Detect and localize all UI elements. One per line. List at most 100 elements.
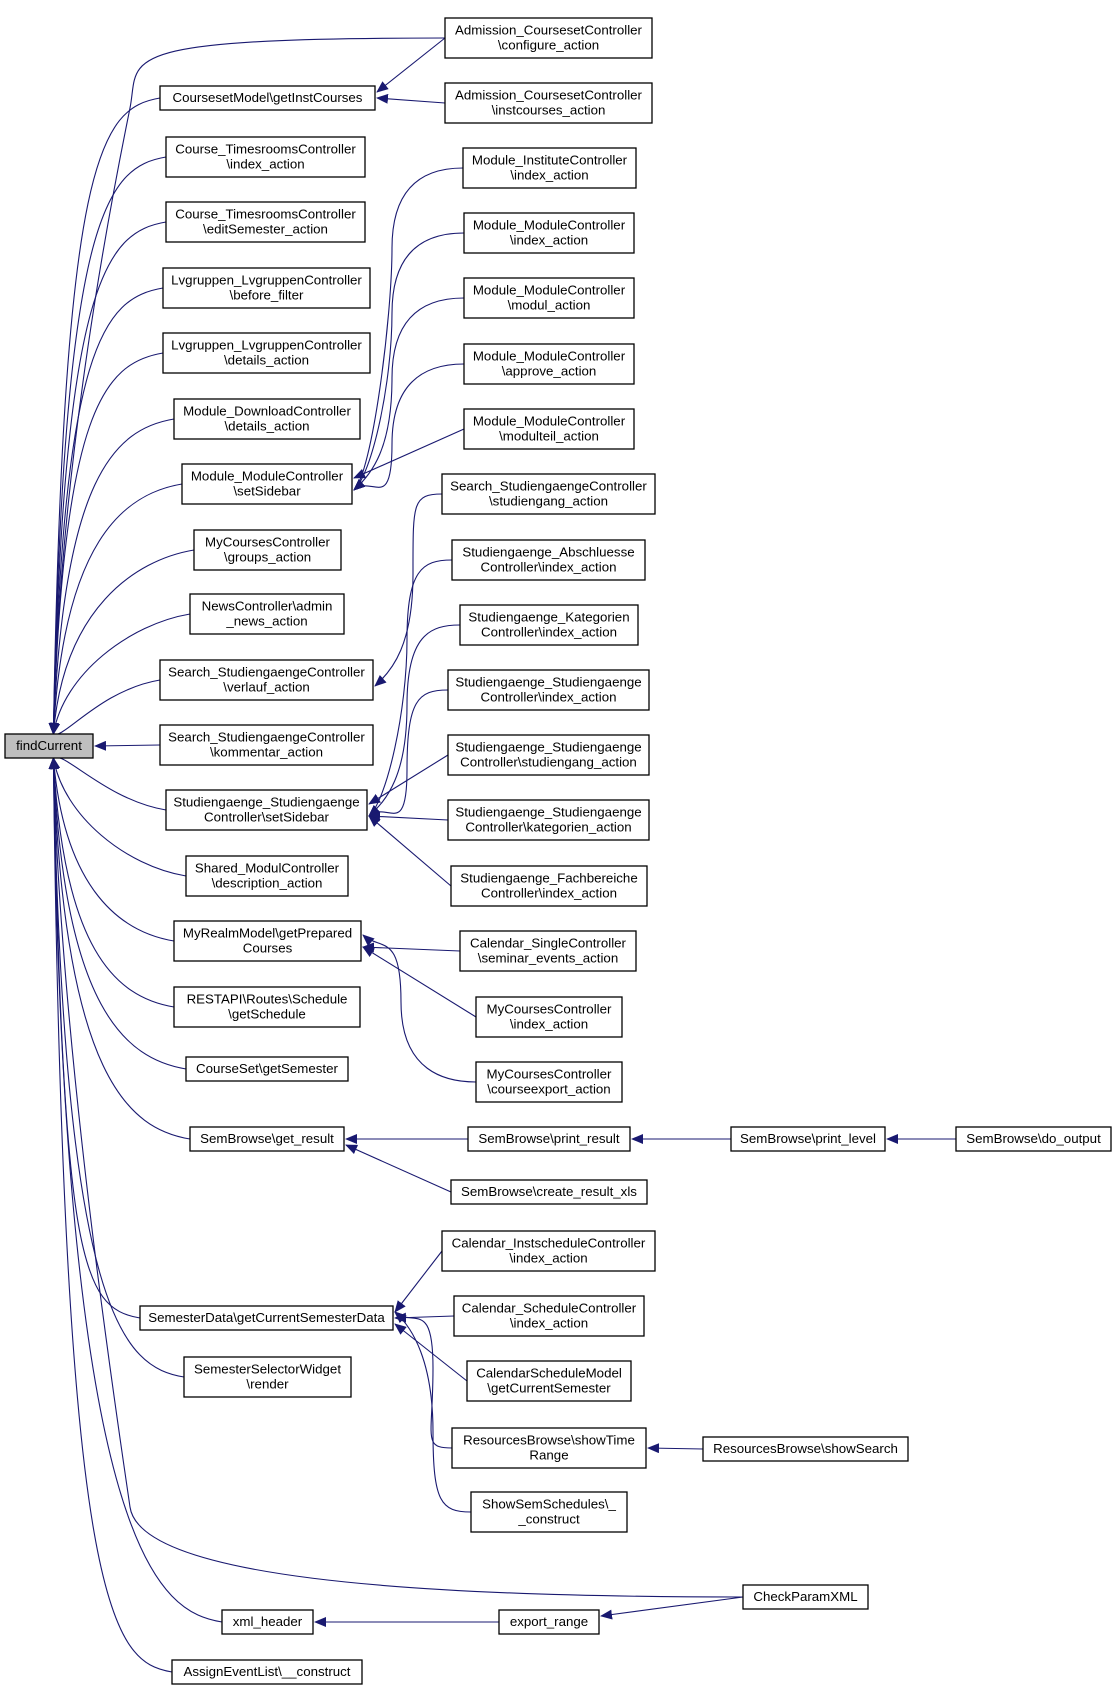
node-sembrowse_print_result[interactable]: SemBrowse\print_result: [467, 1126, 631, 1152]
node-sembrowse_do_output[interactable]: SemBrowse\do_output: [955, 1126, 1112, 1152]
node-box: [450, 1179, 648, 1205]
node-lvgruppen_details[interactable]: Lvgruppen_LvgruppenController\details_ac…: [162, 332, 371, 374]
node-box: [447, 669, 650, 711]
node-label: \details_action: [224, 353, 309, 368]
node-mycourses_courseexport[interactable]: MyCoursesController\courseexport_action: [475, 1061, 623, 1103]
node-search_verlauf[interactable]: Search_StudiengaengeController\verlauf_a…: [159, 659, 374, 701]
node-label: Module_ModuleController: [473, 349, 626, 364]
node-findCurrent[interactable]: findCurrent: [4, 733, 94, 759]
node-label: RESTAPI\Routes\Schedule: [187, 992, 348, 1007]
node-resourcesbrowse_showsearch[interactable]: ResourcesBrowse\showSearch: [702, 1436, 909, 1462]
node-timesrooms_editsemester[interactable]: Course_TimesroomsController\editSemester…: [165, 201, 366, 243]
node-lvgruppen_before[interactable]: Lvgruppen_LvgruppenController\before_fil…: [162, 267, 371, 309]
edge-calendar_instschedule_index-to-semesterdata_getcurrent: [394, 1250, 443, 1313]
node-label: Controller\index_action: [480, 690, 616, 705]
node-label: Lvgruppen_LvgruppenController: [171, 338, 362, 353]
node-box: [702, 1436, 909, 1462]
node-module_module_modul[interactable]: Module_ModuleController\modul_action: [463, 277, 635, 319]
node-calendarschedulemodel_getcurrent[interactable]: CalendarScheduleModel\getCurrentSemester: [466, 1360, 632, 1402]
node-label: Calendar_SingleController: [470, 936, 627, 951]
node-box: [162, 267, 371, 309]
edge-stg_stg_kategorien-to-stg_stg_setsidebar: [368, 811, 449, 822]
node-label: _news_action: [225, 614, 307, 629]
node-admission_instcourses[interactable]: Admission_CoursesetController\instcourse…: [444, 82, 653, 124]
node-stg_abschluesse_index[interactable]: Studiengaenge_AbschluesseController\inde…: [451, 539, 646, 581]
node-stg_fachbereiche_index[interactable]: Studiengaenge_FachbereicheController\ind…: [450, 865, 648, 907]
node-search_studiengang[interactable]: Search_StudiengaengeController\studienga…: [441, 473, 656, 515]
edge-restapi_getschedule-to-findCurrent: [48, 757, 175, 1008]
node-box: [189, 1126, 345, 1152]
node-courseset_getsemester[interactable]: CourseSet\getSemester: [185, 1056, 349, 1082]
node-module_module_approve[interactable]: Module_ModuleController\approve_action: [463, 343, 635, 385]
edge-sembrowse_create_result_xls-to-sembrowse_get_result: [345, 1144, 452, 1193]
node-label: \index_action: [510, 1316, 588, 1331]
node-mycourses_index[interactable]: MyCoursesController\index_action: [475, 996, 623, 1038]
node-stg_stg_studiengang[interactable]: Studiengaenge_StudiengaengeController\st…: [447, 734, 650, 776]
node-label: Controller\studiengang_action: [460, 755, 637, 770]
node-box: [463, 212, 635, 254]
node-label: Course_TimesroomsController: [175, 142, 356, 157]
node-stg_stg_setsidebar[interactable]: Studiengaenge_StudiengaengeController\se…: [165, 789, 368, 831]
node-shared_modul_description[interactable]: Shared_ModulController\description_actio…: [185, 855, 349, 897]
node-assigneventlist_construct[interactable]: AssignEventList\__construct: [171, 1659, 363, 1685]
node-label: \configure_action: [498, 38, 599, 53]
node-label: Studiengaenge_Abschluesse: [462, 545, 634, 560]
node-label: \details_action: [224, 419, 309, 434]
node-box: [475, 996, 623, 1038]
node-module_module_index[interactable]: Module_ModuleController\index_action: [463, 212, 635, 254]
edge-stg_stg_setsidebar-to-findCurrent: [52, 747, 167, 811]
node-label: ShowSemSchedules\_: [482, 1497, 616, 1512]
edge-search_kommentar-to-findCurrent: [94, 740, 161, 751]
node-module_module_modulteil[interactable]: Module_ModuleController\modulteil_action: [463, 408, 635, 450]
node-stg_stg_index[interactable]: Studiengaenge_StudiengaengeController\in…: [447, 669, 650, 711]
edge-lvgruppen_before-to-findCurrent: [48, 287, 164, 735]
node-sembrowse_print_level[interactable]: SemBrowse\print_level: [730, 1126, 886, 1152]
node-mycourses_groups[interactable]: MyCoursesController\groups_action: [193, 529, 342, 571]
node-admission_configure[interactable]: Admission_CoursesetController\configure_…: [444, 17, 653, 59]
node-label: Controller\index_action: [480, 560, 616, 575]
edge-semesterselector_render-to-findCurrent: [48, 757, 185, 1378]
node-stg_kategorien_index[interactable]: Studiengaenge_KategorienController\index…: [459, 604, 639, 646]
node-calendar_schedule_index[interactable]: Calendar_ScheduleController\index_action: [453, 1295, 645, 1337]
node-restapi_getschedule[interactable]: RESTAPI\Routes\Schedule\getSchedule: [173, 986, 361, 1028]
node-courseset_getinstcourses[interactable]: CoursesetModel\getInstCourses: [159, 85, 376, 111]
node-checkparamxml[interactable]: CheckParamXML: [742, 1584, 869, 1610]
node-sembrowse_get_result[interactable]: SemBrowse\get_result: [189, 1126, 345, 1152]
node-timesrooms_index[interactable]: Course_TimesroomsController\index_action: [165, 136, 366, 178]
node-module_module_setsidebar[interactable]: Module_ModuleController\setSidebar: [181, 463, 353, 505]
edge-timesrooms_editsemester-to-findCurrent: [48, 221, 167, 735]
node-box: [467, 1126, 631, 1152]
node-search_kommentar[interactable]: Search_StudiengaengeController\kommentar…: [159, 724, 374, 766]
node-label: Admission_CoursesetController: [455, 23, 643, 38]
node-box: [165, 789, 368, 831]
node-showsemschedules_construct[interactable]: ShowSemSchedules\__construct: [470, 1491, 628, 1533]
node-xml_header[interactable]: xml_header: [221, 1609, 314, 1635]
edge-courseset_getinstcourses-to-findCurrent: [48, 97, 161, 735]
node-news_admin[interactable]: NewsController\admin_news_action: [189, 593, 345, 635]
node-calendar_single_seminar[interactable]: Calendar_SingleController\seminar_events…: [459, 930, 637, 972]
node-semesterselector_render[interactable]: SemesterSelectorWidget\render: [183, 1356, 352, 1398]
node-semesterdata_getcurrent[interactable]: SemesterData\getCurrentSemesterData: [139, 1305, 394, 1331]
edge-calendarschedulemodel_getcurrent-to-semesterdata_getcurrent: [394, 1323, 468, 1382]
node-box: [162, 332, 371, 374]
node-sembrowse_create_result_xls[interactable]: SemBrowse\create_result_xls: [450, 1179, 648, 1205]
node-export_range[interactable]: export_range: [498, 1609, 600, 1635]
node-label: \description_action: [212, 876, 323, 891]
node-module_institute_index[interactable]: Module_InstituteController\index_action: [462, 147, 637, 189]
node-label: \before_filter: [230, 288, 304, 303]
node-module_download_details[interactable]: Module_DownloadController\details_action: [173, 398, 361, 440]
node-box: [451, 539, 646, 581]
node-box: [173, 398, 361, 440]
node-label: \courseexport_action: [487, 1082, 610, 1097]
node-label: MyCoursesController: [205, 535, 330, 550]
node-label: \groups_action: [224, 550, 311, 565]
node-box: [171, 1659, 363, 1685]
node-stg_stg_kategorien[interactable]: Studiengaenge_StudiengaengeController\ka…: [447, 799, 650, 841]
node-label: MyCoursesController: [487, 1067, 612, 1082]
node-calendar_instschedule_index[interactable]: Calendar_InstscheduleController\index_ac…: [441, 1230, 656, 1272]
node-label: Studiengaenge_Studiengaenge: [173, 795, 359, 810]
edge-module_module_modulteil-to-module_module_setsidebar: [353, 428, 465, 479]
node-box: [742, 1584, 869, 1610]
